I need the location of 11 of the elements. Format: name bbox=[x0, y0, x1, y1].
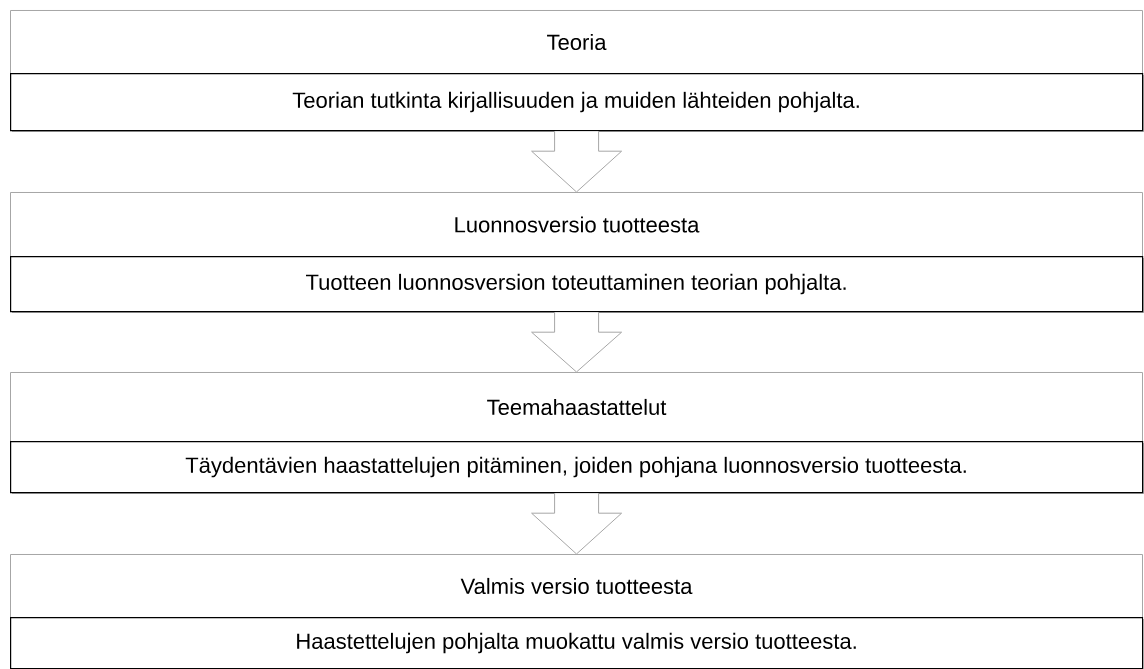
description-box: Täydentävien haastattelujen pitäminen, joiden pohjana luonnosversio tuotteesta. bbox=[10, 441, 1144, 494]
description-box: Teorian tutkinta kirjallisuuden ja muiden lähteiden pohjalta. bbox=[10, 73, 1144, 132]
heading-box: Teemahaastattelut bbox=[10, 372, 1143, 442]
block-arrow bbox=[531, 130, 623, 193]
block-arrow bbox=[531, 492, 623, 555]
block-arrow bbox=[531, 311, 623, 373]
heading-box: Teoria bbox=[10, 10, 1143, 74]
heading-box: Valmis versio tuotteesta bbox=[10, 554, 1143, 618]
description-box: Tuotteen luonnosversion toteuttaminen teorian pohjalta. bbox=[10, 256, 1144, 313]
heading-box: Luonnosversio tuotteesta bbox=[10, 192, 1143, 257]
description-box: Haastettelujen pohjalta muokattu valmis versio tuotteesta. bbox=[10, 617, 1144, 669]
